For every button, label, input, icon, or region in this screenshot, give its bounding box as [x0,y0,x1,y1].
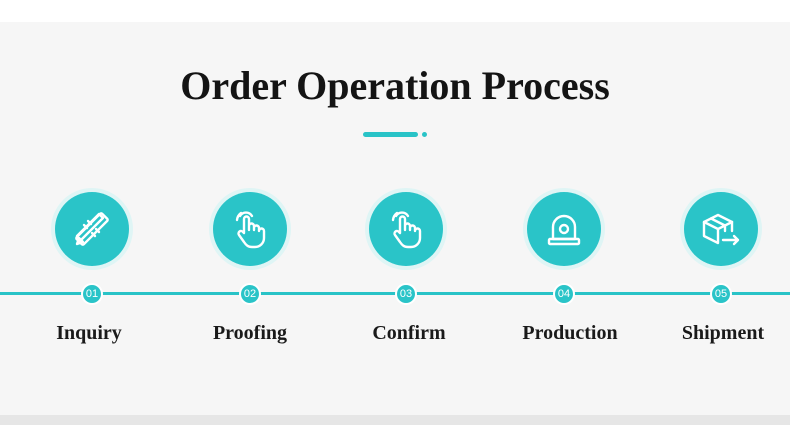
step-1-number: 01 [81,283,103,305]
title-underline-dot [422,132,427,137]
page-title: Order Operation Process [180,63,610,108]
step-3-icon-circle [369,192,443,266]
bottom-strip [0,415,790,425]
step-5-icon-ring [680,188,762,270]
step-1-icon-ring [51,188,133,270]
step-4-number: 04 [553,283,575,305]
tap-hand-icon [235,211,266,249]
step-2-number: 02 [239,283,261,305]
step-5-label: Shipment [681,322,765,344]
siren-icon [547,214,581,246]
step-4-icon-ring [523,188,605,270]
step-3-icon-ring [365,188,447,270]
step-2-icon-ring [209,188,291,270]
step-4-icon-circle [527,192,601,266]
step-2-icon-circle [213,192,287,266]
title-underline [363,132,418,137]
step-5-icon-circle [684,192,758,266]
step-3-label: Confirm [372,322,446,344]
tap-hand-icon [391,211,422,249]
step-5-number: 05 [710,283,732,305]
step-4-label: Production [522,322,618,344]
step-3-number: 03 [395,283,417,305]
step-1-icon-circle [55,192,129,266]
step-1-label: Inquiry [56,322,122,344]
box-shipping-icon [702,213,740,246]
step-2-label: Proofing [212,322,288,344]
pencil-ruler-icon [75,212,109,246]
